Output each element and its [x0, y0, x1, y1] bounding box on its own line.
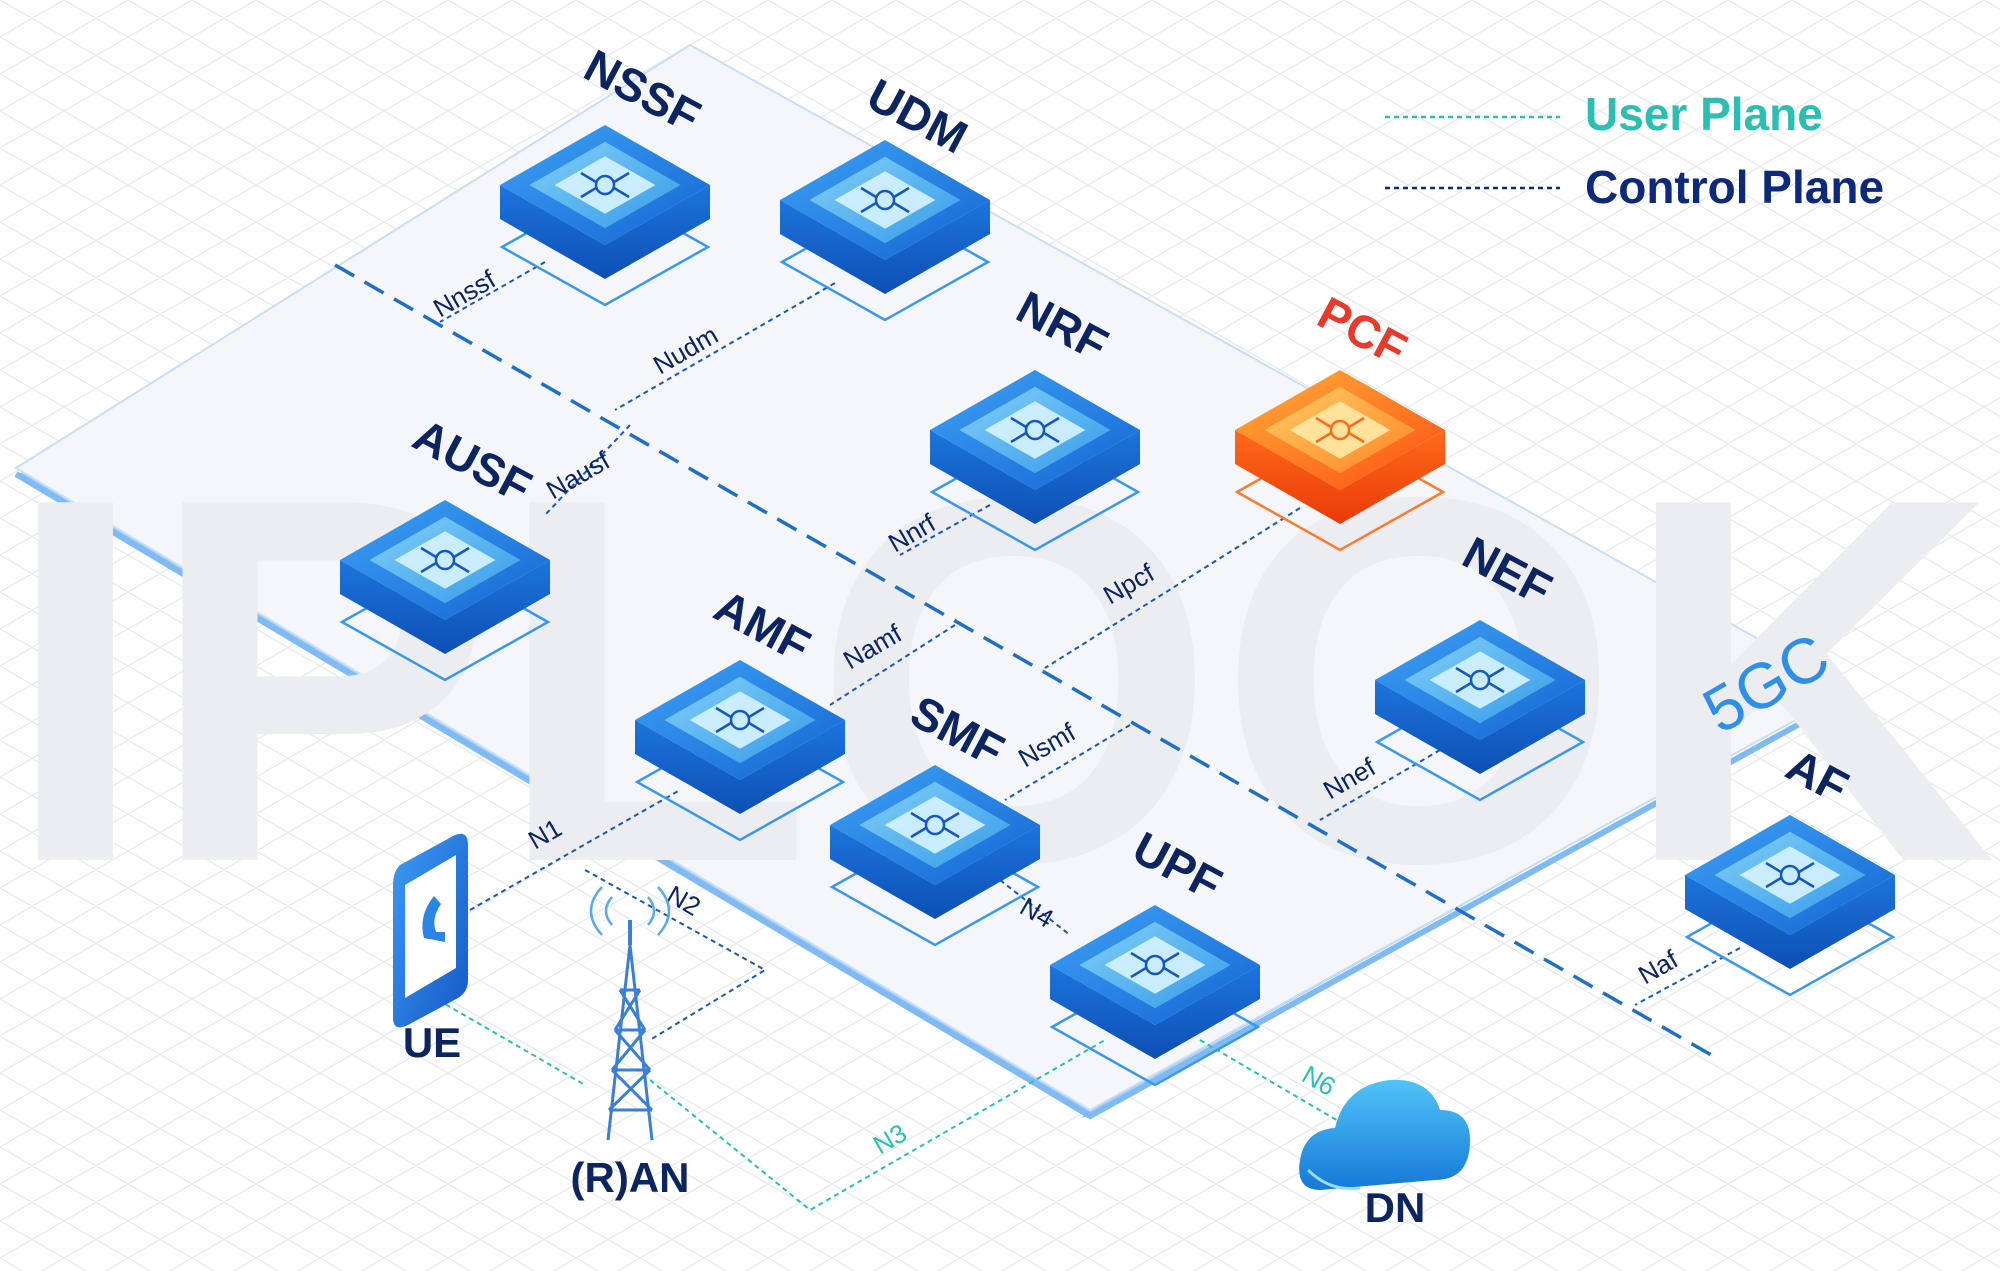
node-side [500, 185, 710, 279]
legend-control-plane-label: Control Plane [1585, 161, 1884, 213]
node-inner-core [1289, 401, 1391, 459]
legend-user-plane-label: User Plane [1585, 88, 1823, 140]
node-side [930, 430, 1140, 524]
link-n1 [469, 789, 681, 911]
network-hub-icon [1010, 416, 1060, 444]
link-nudm [614, 282, 836, 411]
node-nrf[interactable] [929, 370, 1141, 552]
link-n6 [1199, 1039, 1346, 1126]
network-hub-icon [420, 546, 470, 574]
node-inner-core [1104, 936, 1206, 994]
network-hub-icon [910, 811, 960, 839]
link-n4 [999, 879, 1071, 936]
node-side [780, 200, 990, 294]
network-hub-icon [580, 171, 630, 199]
link-nausf [544, 424, 631, 516]
ran-tower[interactable] [589, 886, 671, 1141]
node-inner-core [689, 691, 791, 749]
network-hub-icon [715, 706, 765, 734]
node-label-dn: DN [1365, 1184, 1426, 1231]
node-af[interactable] [1684, 815, 1896, 997]
node-nef[interactable] [1374, 620, 1586, 802]
network-hub-icon [860, 186, 910, 214]
node-inner-core [884, 796, 986, 854]
signal-waves-icon [589, 886, 671, 936]
service-bus-line [334, 263, 1721, 1062]
node-label-ran: (R)AN [571, 1154, 690, 1201]
node-nssf[interactable] [499, 125, 711, 307]
node-inner-core [1739, 846, 1841, 904]
node-inner-core [554, 156, 656, 214]
node-inner-core [394, 531, 496, 589]
link-nnrf [899, 504, 991, 556]
service-bus [334, 263, 1721, 1062]
node-ausf[interactable] [339, 500, 551, 682]
cloud-icon [1299, 1079, 1470, 1190]
node-inner-core [984, 401, 1086, 459]
node-upf[interactable] [1049, 905, 1261, 1087]
node-inner-core [834, 171, 936, 229]
core-platform: IPLOOK 5GC [3, 43, 1997, 1120]
node-pcf[interactable] [1234, 370, 1446, 552]
node-inner-core [1429, 651, 1531, 709]
legend: User Plane Control Plane [1385, 88, 1884, 213]
link-nsmf [1004, 724, 1131, 801]
network-hub-icon [1765, 861, 1815, 889]
network-hub-icon [1130, 951, 1180, 979]
node-side [635, 720, 845, 814]
node-side [830, 825, 1040, 919]
node-amf[interactable] [634, 660, 846, 842]
policy-icon [1315, 416, 1365, 444]
node-udm[interactable] [779, 140, 991, 322]
link-ue-ran [437, 999, 586, 1086]
call-icon [422, 896, 445, 942]
ue-device[interactable] [393, 833, 468, 1028]
node-side [1375, 680, 1585, 774]
link-nnssf [439, 261, 546, 323]
node-smf[interactable] [829, 765, 1041, 947]
tower-icon [606, 944, 654, 1141]
dn-cloud[interactable] [1299, 1079, 1470, 1191]
user-plane-links [437, 999, 1346, 1212]
node-side [1685, 875, 1895, 969]
link-namf [829, 624, 956, 706]
node-label-ue: UE [403, 1019, 461, 1066]
node-side [1050, 965, 1260, 1059]
node-side [1235, 430, 1445, 524]
network-hub-icon [1455, 666, 1505, 694]
node-side [340, 560, 550, 654]
link-n3 [649, 1039, 1106, 1212]
